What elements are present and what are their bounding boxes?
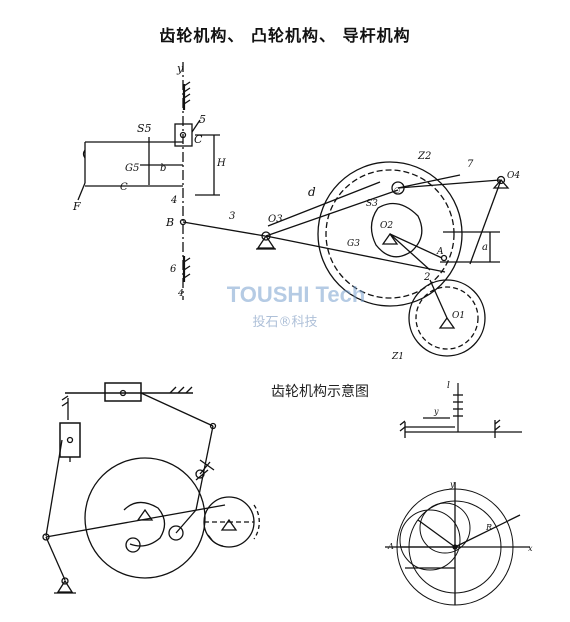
- label-y: y: [176, 62, 184, 75]
- watermark-sub: 投石®科技: [252, 315, 318, 330]
- label-l: l: [447, 381, 450, 391]
- joint-a: [440, 254, 448, 262]
- label-br-A: A: [387, 542, 394, 551]
- label-br-y2: y: [449, 480, 455, 489]
- big-gear-left: [84, 457, 206, 579]
- slider-5: [174, 123, 193, 147]
- bottom-right-sketch-top: l y: [399, 381, 522, 438]
- gear-z1-outer: [408, 279, 486, 357]
- gear-z2-pitch: [325, 169, 455, 299]
- svg-text:○: ○: [394, 186, 400, 194]
- label-g5: G5: [125, 163, 139, 174]
- pivot-o2: [381, 232, 399, 245]
- label-6: 6: [170, 264, 177, 275]
- crank-pin: [168, 525, 184, 541]
- pivot-o1: [438, 316, 456, 329]
- label-4: 4: [170, 195, 177, 206]
- label-z2: Z2: [417, 151, 431, 162]
- label-s5: S5: [137, 122, 152, 135]
- label-o2: O2: [380, 221, 393, 231]
- link-3: [182, 221, 266, 237]
- label-o4: O4: [507, 171, 520, 181]
- label-b: b: [160, 163, 166, 174]
- label-br-y: y: [433, 407, 439, 416]
- pivot-o4: [496, 175, 506, 185]
- bottom-right-circle-sketch: x y R A: [385, 480, 533, 606]
- cam-profile: [370, 202, 423, 258]
- left-slider: [59, 422, 81, 458]
- label-g3: G3: [347, 239, 360, 249]
- label-o1: O1: [452, 311, 465, 321]
- bottom-pivot: [61, 577, 69, 585]
- label-2: 2: [423, 272, 430, 283]
- top-mechanism-drawing: y 5 C S5 G5 b C F: [72, 62, 520, 362]
- cam-left: [123, 501, 166, 547]
- link-7: [397, 179, 501, 189]
- label-B: B: [165, 216, 174, 229]
- pivot-o3: [261, 231, 271, 241]
- top-slider: [104, 382, 142, 402]
- label-d: d: [308, 185, 316, 199]
- page-title: 齿轮机构、 凸轮机构、 导杆机构: [159, 26, 411, 45]
- roller-left: [125, 537, 141, 553]
- joint-c: [179, 131, 187, 139]
- label-br-x: x: [528, 544, 533, 553]
- label-h: H: [216, 158, 226, 169]
- guide-bar: [265, 235, 446, 273]
- label-z1: Z1: [391, 352, 404, 362]
- label-o3: O3: [268, 214, 283, 225]
- upper-link: [140, 392, 214, 427]
- gear-z2-outer: [317, 161, 463, 307]
- label-7: 7: [467, 159, 474, 170]
- label-4b: 4: [177, 289, 184, 299]
- label-a: a: [482, 242, 488, 253]
- figure-caption: 齿轮机构示意图: [271, 384, 369, 400]
- long-link: [45, 504, 226, 538]
- outer-circle: [396, 488, 514, 606]
- label-A: A: [436, 247, 444, 257]
- label-5: 5: [199, 113, 206, 126]
- label-c-dim: C: [120, 182, 128, 193]
- label-c: C: [194, 133, 203, 146]
- label-br-R: R: [485, 523, 492, 532]
- left-link: [45, 439, 63, 537]
- label-f: F: [72, 200, 81, 213]
- label-s3: S3: [366, 199, 378, 209]
- gear-z1-pitch: [415, 286, 479, 350]
- watermark-brand: TOUSHI Tech: [226, 282, 366, 307]
- label-3: 3: [229, 211, 235, 222]
- bottom-left-mechanism: [42, 382, 260, 594]
